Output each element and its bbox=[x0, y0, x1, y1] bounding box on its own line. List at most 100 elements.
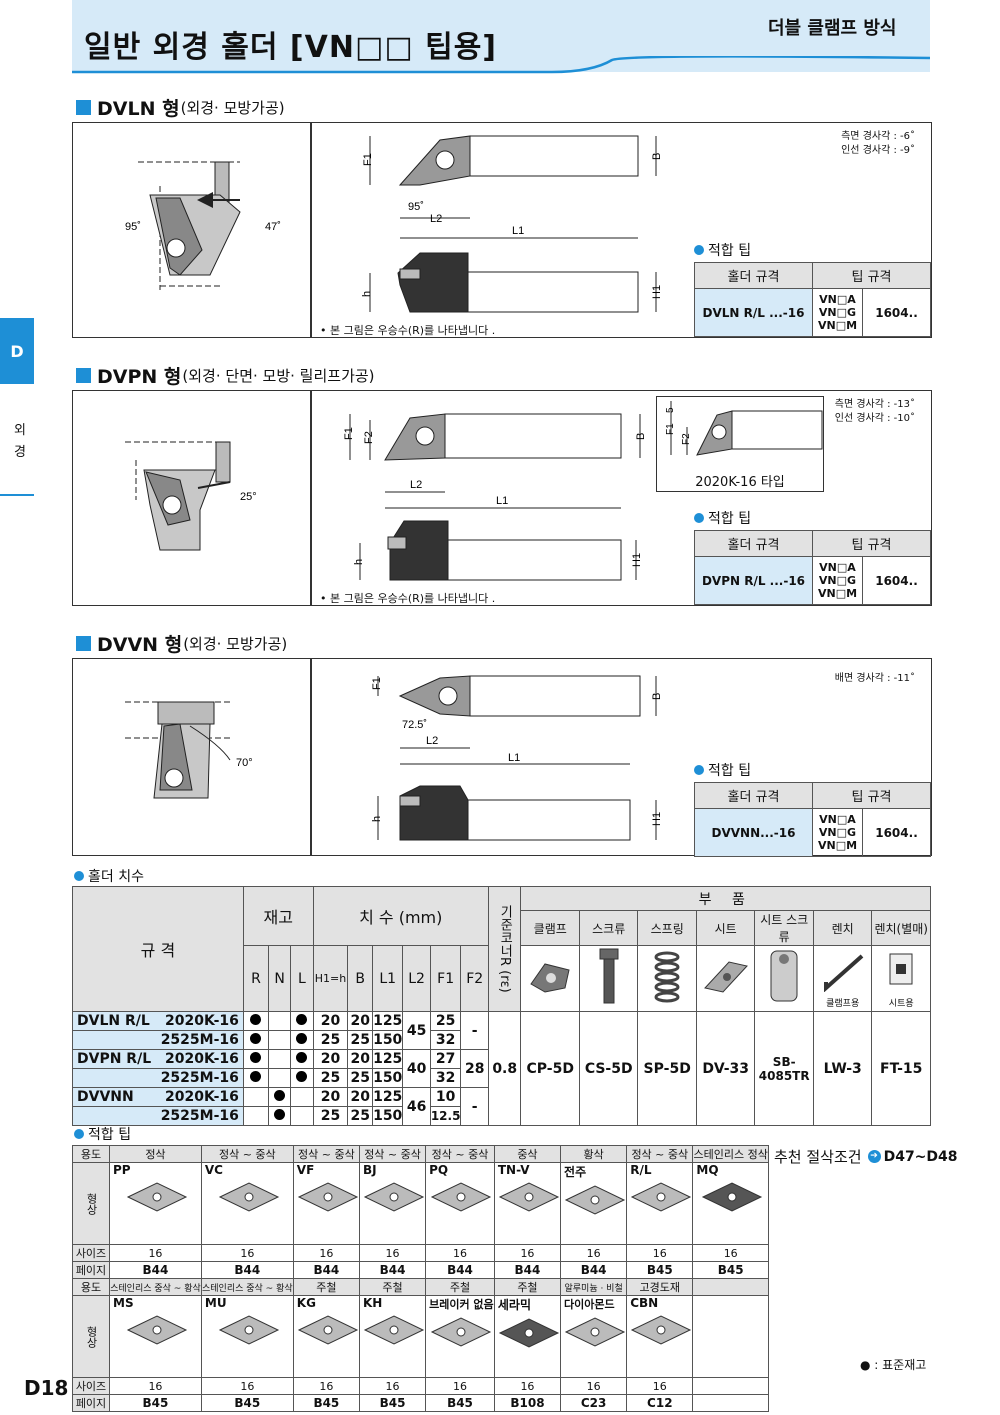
tip-page bbox=[692, 1394, 769, 1412]
page-subtitle: 더블 클램프 방식 bbox=[768, 18, 897, 39]
dvpn-type-box: F1 5 F2 2020K-16 타입 bbox=[656, 396, 824, 492]
page-number: D18 bbox=[24, 1376, 69, 1400]
divider bbox=[310, 122, 312, 338]
type-label: 2020K-16 타입 bbox=[695, 475, 785, 490]
svg-text:F2: F2 bbox=[363, 431, 375, 444]
tip-shape bbox=[692, 1295, 769, 1378]
tip-page: B45 bbox=[109, 1394, 202, 1412]
tip-usage bbox=[692, 1278, 769, 1296]
section-marker bbox=[76, 368, 91, 383]
dvln-angles: 측면 경사각 : -6˚인선 경사각 : -9˚ bbox=[841, 131, 915, 156]
svg-text:B: B bbox=[635, 433, 647, 440]
tip-page: B44 bbox=[358, 1261, 427, 1279]
tip-usage: 정삭 ~ 중삭 bbox=[425, 1145, 495, 1163]
tip-usage: 스테인리스 중삭 ~ 황삭 bbox=[200, 1278, 294, 1296]
svg-text:L1: L1 bbox=[512, 225, 524, 237]
section-title-dvvn: DVVN 형(외경· 모방가공) bbox=[76, 630, 287, 657]
svg-text:L2: L2 bbox=[430, 213, 442, 225]
parts-header-row: 클램프 스크류 스프링 시트 시트 스크류 렌치 렌치(별매) bbox=[73, 910, 931, 946]
dvvn-schematic: 70° bbox=[125, 701, 253, 799]
svg-text:h: h bbox=[361, 291, 373, 297]
tip-page: C12 bbox=[626, 1394, 694, 1412]
screw-image bbox=[578, 945, 639, 1012]
svg-text:25°: 25° bbox=[240, 491, 257, 503]
tip-size: 16 bbox=[292, 1377, 360, 1395]
dvpn-type-drawing: F1 5 F2 bbox=[665, 401, 823, 456]
tip-shape: TN-V bbox=[493, 1162, 562, 1245]
dvvn-top-view: F1 B L2 L1 72.5˚ bbox=[371, 675, 663, 765]
svg-text:L2: L2 bbox=[426, 735, 438, 747]
tip-page: B44 bbox=[560, 1261, 628, 1279]
tip-usage: 스테인리스 정삭 bbox=[692, 1145, 769, 1163]
stock-dot bbox=[250, 1052, 262, 1063]
dvln-side-view: h H1 bbox=[361, 252, 663, 313]
tip-size: 16 bbox=[560, 1244, 628, 1262]
header-curve bbox=[72, 56, 930, 74]
tip-size: 16 bbox=[292, 1244, 360, 1262]
tip-page: B108 bbox=[493, 1394, 562, 1412]
insert-tip-icon bbox=[431, 1317, 492, 1347]
stock-dot bbox=[296, 1033, 308, 1044]
tips-title: 적합 팁 bbox=[74, 1124, 131, 1144]
tip-size: 16 bbox=[425, 1377, 495, 1395]
insert-tip-icon bbox=[498, 1318, 560, 1348]
tip-shape: 브레이커 없음 bbox=[425, 1295, 495, 1378]
insert-tip-icon bbox=[498, 1182, 560, 1212]
dvvn-box bbox=[72, 658, 932, 856]
dvln-fit-label: 적합 팁 bbox=[694, 240, 751, 260]
insert-tip-icon bbox=[218, 1315, 279, 1345]
tip-usage: 스테인리스 중삭 ~ 황삭 bbox=[109, 1278, 202, 1296]
dvvn-side-view: h H1 bbox=[371, 785, 663, 841]
svg-text:72.5˚: 72.5˚ bbox=[402, 719, 427, 731]
divider bbox=[310, 390, 312, 606]
insert-tip-icon bbox=[431, 1182, 492, 1212]
svg-text:H1: H1 bbox=[631, 553, 643, 567]
wrench-seat-image: 시트용 bbox=[871, 945, 931, 1012]
tip-page: C23 bbox=[560, 1394, 628, 1412]
svg-text:h: h bbox=[371, 816, 383, 822]
tip-page: B45 bbox=[292, 1394, 360, 1412]
holder-spec: DVLN R/L ...-16 bbox=[694, 288, 813, 337]
section-marker bbox=[76, 636, 91, 651]
stock-dot bbox=[250, 1033, 262, 1044]
holder-dims-table: 규 격 재고 치 수 (mm) 기준코너R (rε) 부 품 클램프 스크류 스… bbox=[72, 886, 931, 1126]
insert-tip-icon bbox=[297, 1315, 359, 1345]
legend: ● : 표준재고 bbox=[860, 1358, 927, 1372]
tip-shape: R/L bbox=[626, 1162, 694, 1245]
tip-shape: PQ bbox=[425, 1162, 495, 1245]
section-title-dvpn: DVPN 형(외경· 단면· 모방· 릴리프가공) bbox=[76, 362, 375, 389]
svg-text:F1: F1 bbox=[371, 677, 383, 690]
svg-text:B: B bbox=[651, 153, 663, 160]
tip-size: 16 bbox=[626, 1244, 694, 1262]
page-title: 일반 외경 홀더 [VN□□ 팁용] bbox=[84, 30, 498, 65]
tip-page: B44 bbox=[109, 1261, 202, 1279]
dvpn-note: • 본 그림은 우승수(R)를 나타냅니다 . bbox=[320, 592, 496, 605]
dvln-top-view: F1 B L2 L1 95˚ bbox=[362, 135, 663, 239]
svg-text:F2: F2 bbox=[681, 433, 692, 445]
stock-dot bbox=[250, 1014, 262, 1025]
svg-text:F1: F1 bbox=[362, 153, 374, 166]
tip-size bbox=[692, 1377, 769, 1395]
svg-text:L1: L1 bbox=[508, 752, 520, 764]
tip-usage: 알루미늄 · 비철 bbox=[560, 1278, 628, 1296]
stock-dot bbox=[296, 1014, 308, 1025]
tip-usage: 정삭 ~ 중삭 bbox=[292, 1145, 360, 1163]
tip-shape: CBN bbox=[626, 1295, 694, 1378]
recommend-link[interactable]: 추천 절삭조건 ➔ D47~D48 bbox=[774, 1148, 958, 1166]
tip-usage: 정삭 bbox=[109, 1145, 202, 1163]
tip-size: 16 bbox=[425, 1244, 495, 1262]
tip-usage: 주철 bbox=[358, 1278, 427, 1296]
side-tab[interactable]: D bbox=[0, 318, 34, 384]
tip-shape: KG bbox=[292, 1295, 360, 1378]
svg-text:H1: H1 bbox=[651, 812, 663, 826]
insert-tip-icon bbox=[702, 1182, 763, 1212]
side-line bbox=[0, 494, 34, 496]
tip-size: 16 bbox=[493, 1244, 562, 1262]
